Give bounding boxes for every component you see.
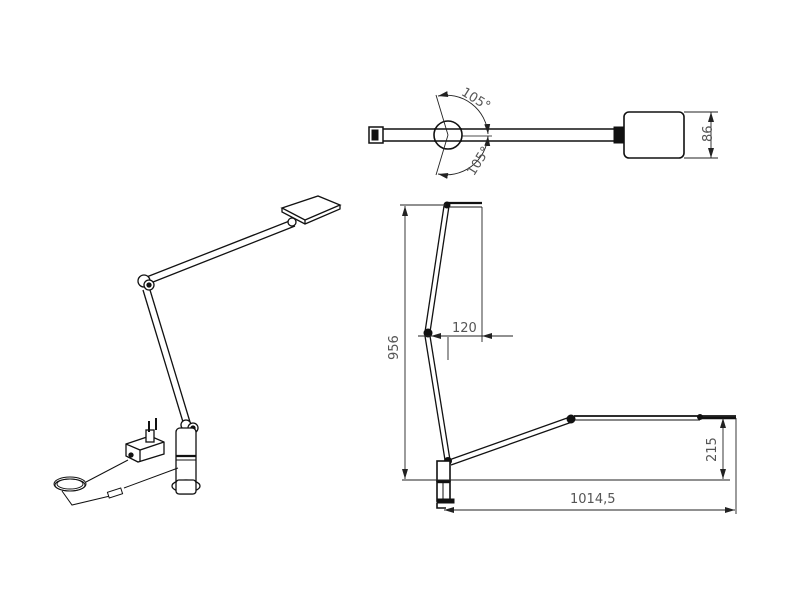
lamp-head bbox=[280, 195, 342, 225]
clamp-column bbox=[171, 427, 201, 495]
rotation-dimension bbox=[435, 91, 491, 179]
side-view-dimensions bbox=[400, 204, 737, 514]
lower-arm bbox=[142, 289, 191, 423]
total-reach-label: 1014,5 bbox=[570, 492, 616, 507]
elbow-joint bbox=[137, 274, 155, 291]
rotation-angle-upper: 105° bbox=[458, 85, 493, 114]
rotation-angle-lower: 105° bbox=[464, 144, 493, 179]
power-cable bbox=[53, 459, 179, 506]
side-view bbox=[423, 201, 736, 509]
power-adapter bbox=[125, 418, 165, 463]
head-width-label: 86 bbox=[701, 125, 716, 142]
perspective-view bbox=[53, 195, 342, 506]
head-offset-label: 120 bbox=[452, 321, 477, 336]
arm-height-label: 215 bbox=[705, 437, 720, 462]
upper-arm bbox=[143, 217, 297, 285]
top-view bbox=[368, 91, 718, 179]
total-height-label: 956 bbox=[387, 335, 402, 360]
head-width-dimension bbox=[684, 111, 718, 159]
